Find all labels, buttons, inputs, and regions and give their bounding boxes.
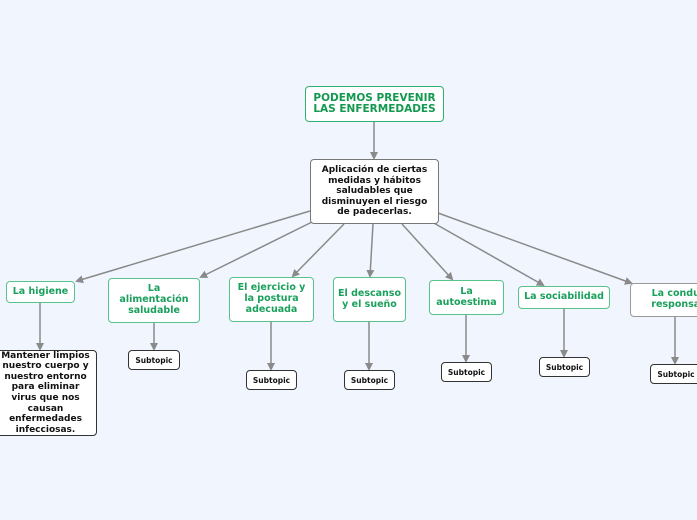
subtopic-label: Subtopic (545, 362, 584, 372)
topic-la-sociabilidad[interactable]: La sociabilidad (518, 286, 610, 309)
subtopic-label: Subtopic (350, 375, 389, 385)
connector-central-to-descanso (366, 223, 375, 278)
subtopic-conducta[interactable]: Subtopic (650, 364, 697, 384)
topic-label: La higiene (12, 285, 69, 297)
subtopic-label: Subtopic (447, 367, 486, 377)
subtopic-alimentacion[interactable]: Subtopic (128, 350, 180, 370)
topic-el-descanso[interactable]: El descanso y el sueño (333, 277, 406, 322)
connector-central-to-autoestima (401, 223, 454, 281)
connector-central-to-alimentacion (199, 221, 313, 278)
topic-la-autoestima[interactable]: La autoestima (429, 280, 504, 315)
topic-label: La conducta responsable (651, 288, 697, 310)
central-topic-label: Aplicación de ciertas medidas y hábitos … (321, 165, 428, 218)
topic-label: El ejercicio y la postura adecuada (237, 282, 306, 315)
connector-central-to-conducta (437, 212, 633, 285)
subtopic-ejercicio[interactable]: Subtopic (246, 370, 297, 390)
root-topic[interactable]: PODEMOS PREVENIR LAS ENFERMEDADES (305, 86, 444, 122)
subtopic-autoestima[interactable]: Subtopic (441, 362, 492, 382)
subtopic-sociabilidad[interactable]: Subtopic (539, 357, 590, 377)
topic-label: El descanso y el sueño (338, 287, 401, 310)
connector-central-to-higiene (75, 210, 311, 284)
subtopic-label: Mantener limpios nuestro cuerpo y nuestr… (1, 350, 90, 435)
central-topic[interactable]: Aplicación de ciertas medidas y hábitos … (310, 159, 439, 224)
subtopic-label: Subtopic (657, 369, 695, 379)
connector-central-to-sociabilidad (431, 221, 545, 286)
topic-el-ejercicio[interactable]: El ejercicio y la postura adecuada (229, 277, 314, 322)
root-topic-label: PODEMOS PREVENIR LAS ENFERMEDADES (313, 92, 436, 115)
topic-la-conducta-responsable[interactable]: La conducta responsable (630, 283, 697, 317)
subtopic-higiene-detail[interactable]: Mantener limpios nuestro cuerpo y nuestr… (0, 350, 97, 436)
topic-la-alimentacion-saludable[interactable]: La alimentación saludable (108, 278, 200, 323)
subtopic-descanso[interactable]: Subtopic (344, 370, 395, 390)
subtopic-label: Subtopic (252, 375, 291, 385)
topic-la-higiene[interactable]: La higiene (6, 281, 75, 303)
subtopic-label: Subtopic (135, 355, 173, 365)
topic-label: La autoestima (436, 285, 497, 308)
topic-label: La alimentación saludable (119, 283, 189, 316)
topic-label: La sociabilidad (524, 291, 604, 303)
connector-central-to-ejercicio (291, 223, 345, 278)
